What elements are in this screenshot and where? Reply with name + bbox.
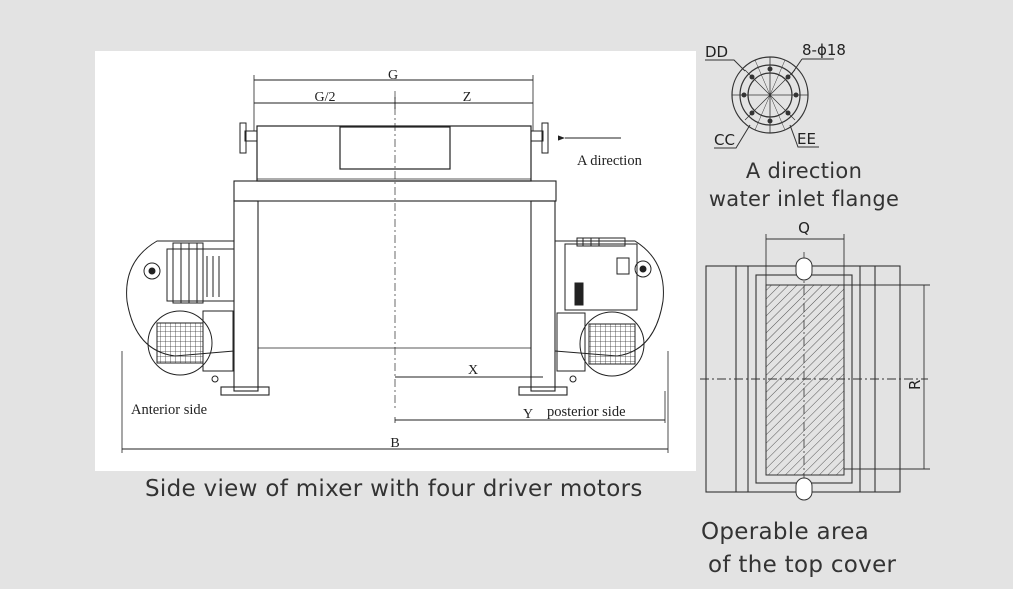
label-z: Z	[463, 90, 472, 105]
a-direction-label: A direction	[577, 153, 643, 169]
top-cover-caption-line2: of the top cover	[708, 552, 897, 578]
flange-label-dd: DD	[705, 43, 728, 61]
top-cover-label-r: R	[906, 380, 924, 390]
label-x: X	[468, 363, 478, 378]
flange-caption-line2: water inlet flange	[708, 187, 900, 211]
posterior-side-label: posterior side	[547, 404, 626, 420]
top-cover-caption-line1: Operable area	[701, 519, 870, 545]
mixer-drum	[239, 122, 549, 182]
label-y: Y	[523, 407, 533, 422]
side-view-panel: G G/2 Z A direction	[95, 51, 696, 471]
dimension-y: Y posterior side	[394, 391, 666, 423]
dimension-b: B	[121, 351, 669, 453]
a-direction-arrow: A direction	[557, 135, 643, 169]
left-motor-group	[126, 240, 235, 383]
dimension-g: G	[253, 68, 534, 131]
label-g-half: G/2	[315, 90, 336, 105]
label-g: G	[388, 68, 398, 83]
support-frame	[220, 180, 568, 396]
flange-caption-line1: A direction	[745, 159, 863, 183]
side-view-drawing: G G/2 Z A direction	[121, 68, 669, 453]
flange-label-holes: 8-ϕ18	[802, 41, 846, 59]
top-cover-label-q: Q	[798, 219, 810, 237]
label-b: B	[390, 436, 399, 451]
dimension-x: X	[395, 363, 543, 378]
flange-drawing: DD 8-ϕ18 CC EE	[705, 41, 846, 149]
side-view-caption: Side view of mixer with four driver moto…	[145, 476, 643, 502]
flange-caption: A direction water inlet flange	[706, 157, 902, 213]
flange-label-cc: CC	[714, 131, 735, 149]
flange-label-ee: EE	[797, 130, 816, 148]
top-cover-caption: Operable area of the top cover	[701, 516, 896, 582]
anterior-side-label: Anterior side	[131, 402, 207, 418]
top-cover-drawing: Q R	[700, 219, 930, 501]
dimension-g-half-z: G/2 Z	[254, 90, 533, 109]
right-motor-group	[554, 237, 664, 383]
